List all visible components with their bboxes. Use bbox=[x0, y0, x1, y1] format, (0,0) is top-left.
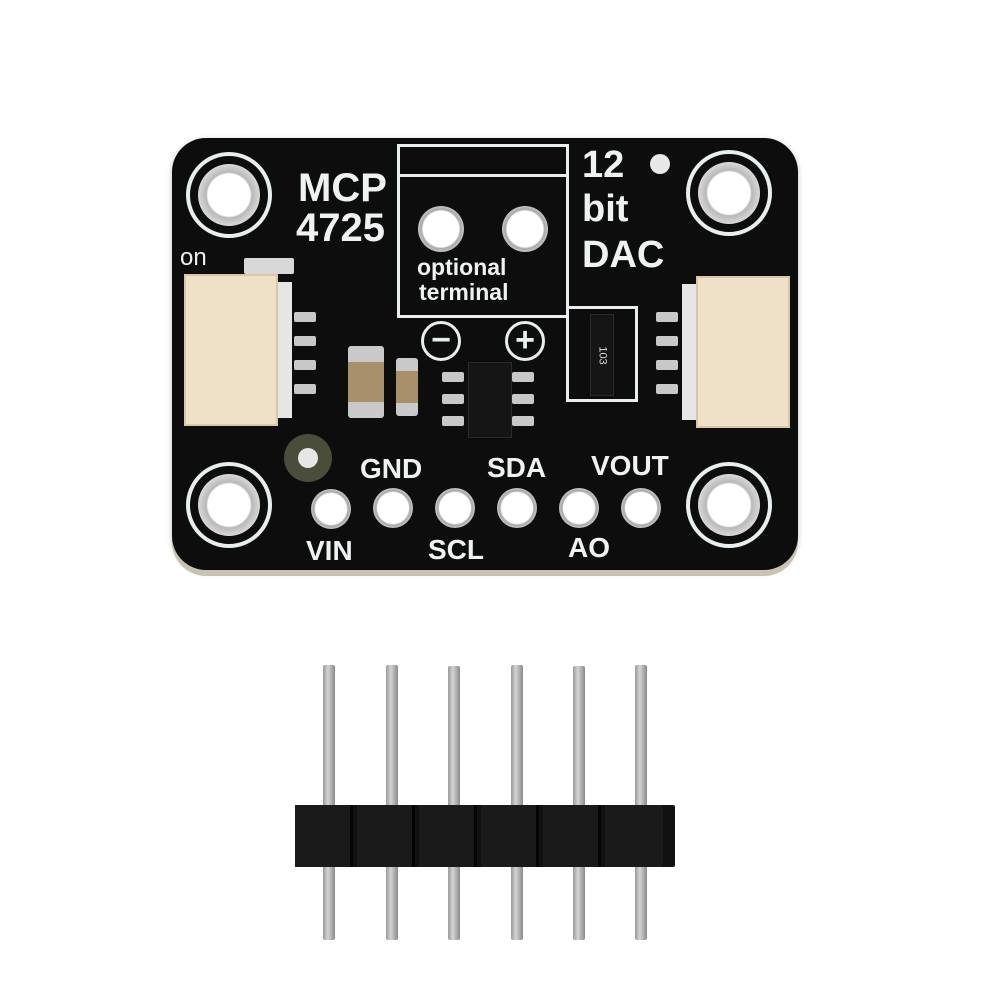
minus-symbol-icon: − bbox=[421, 321, 461, 361]
pin-label-vin: VIN bbox=[306, 535, 353, 566]
header-pin-1 bbox=[323, 665, 335, 940]
header-pin-4 bbox=[511, 665, 523, 940]
terminal-pad-plus bbox=[502, 206, 548, 252]
connector-pin bbox=[656, 336, 678, 346]
connector-pin bbox=[294, 312, 316, 322]
pad-vout bbox=[621, 488, 661, 528]
stemma-connector-right-side bbox=[682, 284, 696, 420]
pin-label-ao: AO bbox=[568, 532, 610, 563]
fiducial-center bbox=[298, 448, 318, 468]
pad-gnd bbox=[373, 488, 413, 528]
header-pin-2 bbox=[386, 665, 398, 940]
chip-pin bbox=[512, 416, 534, 426]
terminal-pad-minus bbox=[418, 206, 464, 252]
chip-pin bbox=[442, 416, 464, 426]
led-label-on: on bbox=[180, 244, 207, 271]
resistor-network: 103 bbox=[590, 314, 614, 396]
pin-label-scl: SCL bbox=[428, 534, 484, 565]
header-segment bbox=[357, 805, 415, 867]
plus-symbol-icon: + bbox=[505, 321, 545, 361]
mounting-hole-top-left bbox=[186, 152, 272, 238]
pad-scl bbox=[435, 488, 475, 528]
capacitor-large bbox=[348, 346, 384, 418]
feature-bit: bit bbox=[582, 188, 629, 230]
pin-label-gnd: GND bbox=[360, 453, 423, 484]
resistor-network-outline bbox=[566, 306, 638, 402]
chip-pin bbox=[442, 372, 464, 382]
pad-sda bbox=[497, 488, 537, 528]
connector-pin bbox=[294, 336, 316, 346]
terminal-outline bbox=[397, 144, 569, 318]
pad-ao bbox=[559, 488, 599, 528]
connector-pin bbox=[656, 360, 678, 370]
title-mcp: MCP bbox=[298, 166, 387, 210]
header-segment bbox=[605, 805, 663, 867]
connector-pin bbox=[656, 384, 678, 394]
power-led bbox=[244, 258, 294, 274]
stemma-connector-right bbox=[696, 276, 790, 428]
resistor-marking: 103 bbox=[596, 345, 609, 365]
mounting-hole-top-right bbox=[686, 150, 772, 236]
feature-dac: DAC bbox=[582, 234, 665, 276]
header-segment bbox=[481, 805, 539, 867]
pin-label-sda: SDA bbox=[487, 452, 547, 483]
header-segment bbox=[419, 805, 477, 867]
header-segment bbox=[543, 805, 601, 867]
via-small bbox=[650, 154, 670, 174]
title-4725: 4725 bbox=[296, 206, 385, 250]
terminal-outline-divider bbox=[397, 174, 569, 177]
chip-pin bbox=[512, 394, 534, 404]
header-pin-3 bbox=[448, 666, 460, 940]
feature-12: 12 bbox=[582, 144, 625, 186]
pad-vin bbox=[311, 489, 351, 529]
terminal-label-terminal: terminal bbox=[419, 279, 509, 305]
connector-pin bbox=[294, 360, 316, 370]
stemma-connector-left-side bbox=[278, 282, 292, 418]
chip-pin bbox=[442, 394, 464, 404]
mounting-hole-bottom-right bbox=[686, 462, 772, 548]
connector-pin bbox=[294, 384, 316, 394]
connector-pin bbox=[656, 312, 678, 322]
header-pin-6 bbox=[635, 665, 647, 940]
dac-chip bbox=[468, 362, 512, 438]
chip-pin bbox=[512, 372, 534, 382]
terminal-label-optional: optional bbox=[417, 254, 507, 280]
header-pin-5 bbox=[573, 666, 585, 940]
pin-label-vout: VOUT bbox=[591, 450, 669, 481]
header-housing bbox=[295, 805, 675, 867]
stemma-connector-left bbox=[184, 274, 278, 426]
mounting-hole-bottom-left bbox=[186, 462, 272, 548]
header-segment bbox=[295, 805, 353, 867]
capacitor-small bbox=[396, 358, 418, 416]
